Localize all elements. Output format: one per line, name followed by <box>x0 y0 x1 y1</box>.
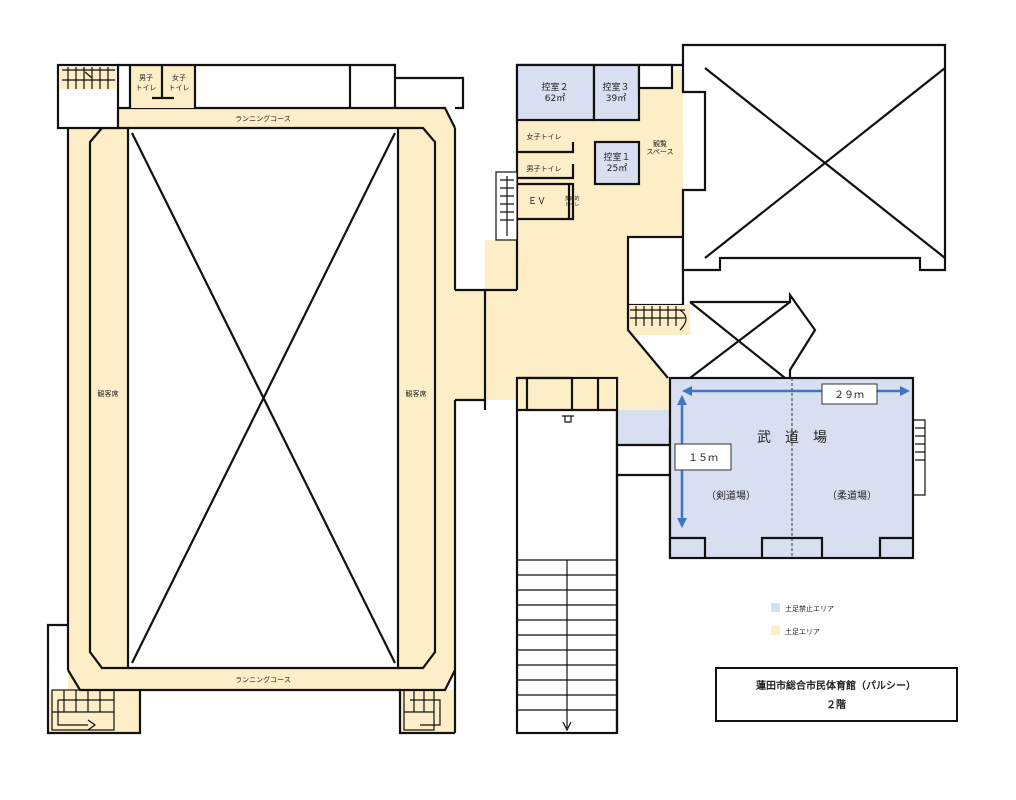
sub-arena-void <box>681 43 947 379</box>
facility-name: 蓮田市総合市民体育館（パルシー） <box>756 679 916 692</box>
stairs-lower <box>517 559 617 732</box>
waiting-room-3 <box>592 63 641 122</box>
main-arena: 男子 トイレ 女子 トイレ ランニングコース ランニングコース 観客席 観客席 <box>46 63 465 735</box>
legend-swatch-shoes <box>771 626 780 635</box>
legend: 土足禁止エリア 土足エリア <box>771 603 834 636</box>
waiting-room-2 <box>515 63 596 122</box>
waiting-room-1-area: 25㎡ <box>607 163 627 174</box>
seats-left-label: 観客席 <box>98 389 119 398</box>
title-box: 蓮田市総合市民体育館（パルシー） ２階 <box>715 667 958 722</box>
stairs-lobby-left <box>495 171 518 241</box>
legend-swatch-no-shoes <box>771 603 780 612</box>
void-cross-line <box>131 132 396 664</box>
running-course-top-label: ランニングコース <box>235 114 291 123</box>
stairs-top-left <box>60 67 116 89</box>
depth-dimension-label: １５ｍ <box>688 453 718 464</box>
multipurpose-toilet-label-2: トイレ <box>564 202 579 208</box>
womens-toilet-label-2: トイレ <box>169 84 190 92</box>
judo-hall-label: （柔道場） <box>827 489 877 502</box>
stairs-bottom-right <box>403 689 441 731</box>
elevator-label: ＥＶ <box>528 197 546 207</box>
seats-right-label: 観客席 <box>406 389 427 398</box>
viewing-space-label: 観覧 <box>653 139 667 148</box>
viewing-space-label-2: スペース <box>646 148 673 156</box>
waiting-room-2-name: 控室２ <box>541 81 568 93</box>
stairs-bottom-left <box>51 689 115 731</box>
legend-label-no-shoes: 土足禁止エリア <box>785 604 834 613</box>
mens-toilet-label-2: トイレ <box>136 84 157 92</box>
waiting-room-1 <box>593 140 641 186</box>
stairs-lobby-right <box>628 305 690 335</box>
width-dimension-label: ２９ｍ <box>834 390 864 401</box>
waiting-room-1-name: 控室１ <box>603 151 630 163</box>
running-course-bottom-label: ランニングコース <box>235 675 291 684</box>
kendo-hall-label: （剣道場） <box>706 489 756 502</box>
mens-toilet-label: 男子 <box>139 74 153 82</box>
waiting-room-2-area: 62㎡ <box>545 93 565 104</box>
womens-toilet-label: 女子トイレ <box>527 132 562 141</box>
dojo: ２９ｍ １５ｍ 武 道 場 （剣道場） （柔道場） <box>668 376 926 560</box>
waiting-room-3-area: 39㎡ <box>606 93 626 104</box>
womens-toilet-label: 女子 <box>172 73 186 82</box>
central-lobby: 控室２ 62㎡ 控室３ 39㎡ 控室１ 25㎡ 女子トイレ 男子トイレ ＥＶ 多… <box>455 63 690 735</box>
waiting-room-3-name: 控室３ <box>602 81 629 93</box>
stairs-dojo-side <box>913 419 926 496</box>
legend-label-shoes: 土足エリア <box>785 627 820 636</box>
floor-label: ２階 <box>826 698 846 711</box>
dojo-title: 武 道 場 <box>757 430 827 446</box>
multipurpose-toilet-label: 多目的 <box>564 195 579 202</box>
mens-toilet-label: 男子トイレ <box>527 165 562 173</box>
